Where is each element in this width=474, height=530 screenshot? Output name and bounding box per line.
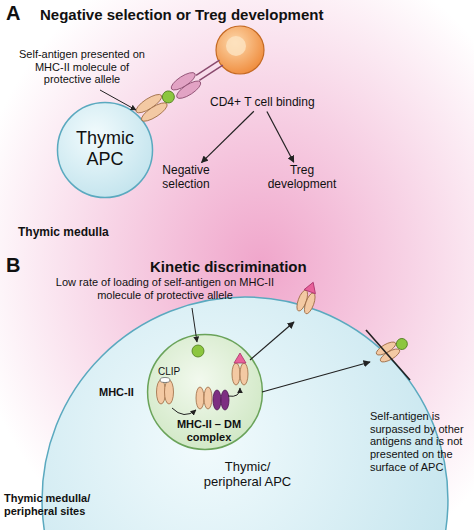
- thymic-apc-cell: Thymic APC: [57, 102, 153, 198]
- node-subtext: MHC-II – DM complex: [169, 418, 249, 443]
- mhc-chain: [196, 387, 204, 409]
- mhc-chain: [240, 363, 248, 385]
- node-text: Thymic/ peripheral APC: [200, 460, 295, 490]
- mhc-chain: [165, 380, 174, 404]
- cell-membrane: [148, 335, 263, 450]
- node-text: Thymic APC: [65, 128, 145, 169]
- outcome-text: Treg development: [262, 164, 342, 192]
- connector-group: [201, 111, 293, 162]
- node-text: Treg development: [262, 164, 342, 192]
- cross-out-line: [366, 330, 410, 380]
- mhc-chain: [139, 100, 170, 125]
- self-antigen: [192, 345, 204, 357]
- other-antigen: [234, 353, 246, 363]
- mhc-chain: [134, 91, 165, 116]
- outcome-text: Negative selection: [150, 164, 222, 192]
- callout-note: Low rate of loading of self-antigen on M…: [45, 276, 285, 301]
- outcome-arrow: [267, 112, 294, 163]
- self-antigen: [160, 89, 177, 106]
- tcr-chain: [174, 78, 203, 102]
- callout-note: Self-antigen is surpassed by other antig…: [370, 410, 470, 473]
- surface-mhc-self-antigen: [374, 334, 410, 364]
- t-cell: [216, 26, 264, 74]
- dm-chain: [221, 390, 229, 410]
- node-subtext: CLIP: [158, 366, 180, 378]
- t-cell-nucleus: [226, 36, 246, 56]
- tcr-stalk: [196, 60, 219, 75]
- panel-title: Kinetic discrimination: [150, 258, 307, 275]
- node-text: MHC-II: [99, 386, 134, 399]
- transport-arrow: [250, 322, 294, 360]
- mhc-other-antigen: [232, 353, 248, 385]
- node-text: CD4+ T cell binding: [210, 96, 315, 110]
- binding-step: CD4+ T cell binding: [210, 96, 315, 110]
- site-label: Thymic medulla/ peripheral sites: [4, 492, 104, 517]
- endosome: MHC-IICLIPMHC-II – DM complex: [147, 334, 263, 450]
- cell-membrane: [57, 102, 152, 197]
- panel-letter: B: [6, 254, 20, 277]
- other-antigen: [304, 280, 319, 294]
- cycle-arrow: [228, 388, 240, 396]
- mhc-chain: [374, 340, 397, 358]
- mhc-chain: [378, 347, 401, 365]
- leader-arrow: [192, 308, 197, 342]
- mhc-chain: [157, 380, 166, 404]
- mhc-clip-molecule: [157, 378, 174, 405]
- mhc-chain: [295, 289, 310, 312]
- tcr-mhc-complex: [134, 54, 227, 124]
- tcr-chain: [169, 69, 198, 93]
- surface-mhc-other-antigen: [295, 280, 321, 316]
- outcome-arrow: [201, 111, 253, 162]
- node-text: Negative selection: [150, 164, 222, 192]
- clip-peptide: [160, 378, 170, 383]
- leader-arrow: [100, 90, 136, 110]
- transport-arrow: [262, 362, 370, 392]
- site-label: Thymic medulla: [18, 226, 109, 240]
- panel-letter: A: [6, 2, 20, 25]
- dm-chain: [213, 390, 221, 410]
- mhc-dm-complex: [196, 387, 229, 410]
- mhc-chain: [232, 363, 240, 385]
- mhc-chain: [302, 292, 317, 315]
- self-antigen: [394, 336, 409, 351]
- cycle-arrow: [172, 408, 196, 415]
- mhc-chain: [204, 387, 212, 409]
- panel-title: Negative selection or Treg development: [40, 6, 323, 23]
- callout-note: Self-antigen presented on MHC-II molecul…: [12, 48, 152, 86]
- tcr-stalk: [199, 65, 222, 80]
